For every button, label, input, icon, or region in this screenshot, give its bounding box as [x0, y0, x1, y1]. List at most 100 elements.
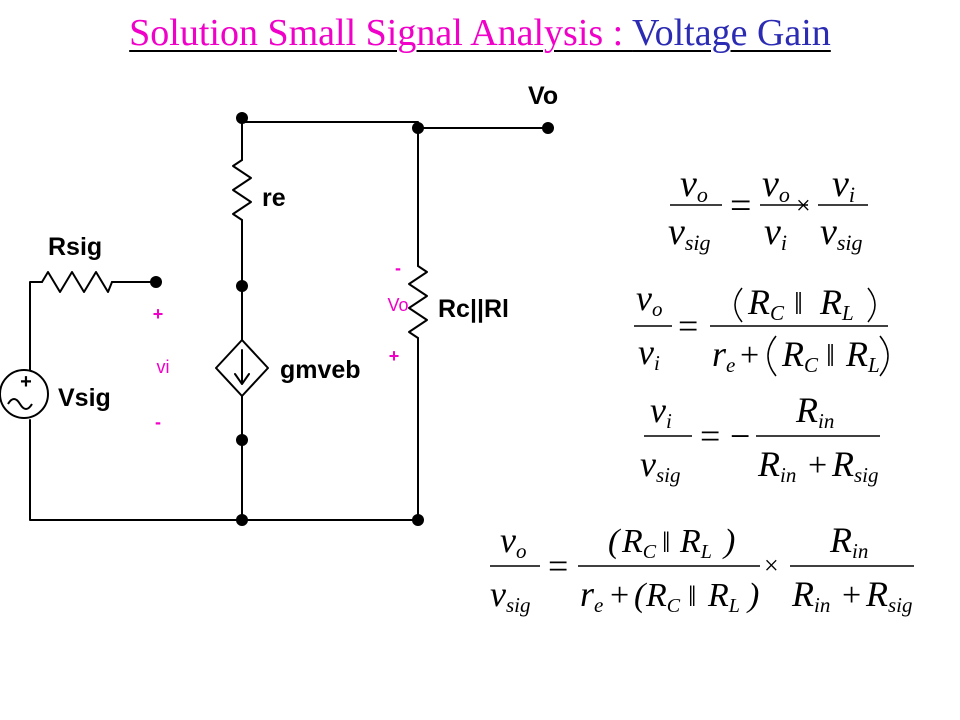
eq4-sub-C: C	[643, 541, 657, 563]
eq2-R: R	[781, 334, 804, 374]
eq2-num-paren-left	[734, 287, 743, 323]
eq1-sub-i: i	[849, 182, 855, 207]
eq2-sub-C: C	[770, 301, 785, 325]
eq2-R: R	[819, 282, 842, 322]
eq2-sub-L: L	[841, 301, 854, 325]
eq4-R: R	[621, 523, 643, 560]
svg-text:Rin: Rin	[795, 390, 834, 433]
vo-polarity-label: Vo	[387, 295, 408, 315]
eq1-sub-o: o	[779, 182, 790, 207]
vo-plus-mark: +	[389, 346, 400, 366]
slide-title: Solution Small Signal Analysis : Voltage…	[0, 10, 960, 56]
eq4-R: R	[707, 577, 729, 614]
eq4-sub-e: e	[594, 593, 603, 617]
svg-text:RL: RL	[707, 577, 740, 617]
eq1-v: v	[764, 211, 781, 253]
svg-text:vi: vi	[764, 211, 787, 255]
eq4-plus: +	[842, 577, 861, 614]
eq4-r: r	[580, 574, 595, 614]
eq3-minus: −	[730, 416, 750, 456]
svg-text:vo: vo	[762, 163, 790, 207]
resistor-rc-rl	[408, 265, 428, 339]
svg-text:vi: vi	[638, 332, 660, 375]
svg-text:(: (	[608, 523, 622, 560]
eq4-sub-L: L	[728, 595, 740, 617]
eq4-sub-sig: sig	[888, 593, 913, 617]
eq2-sub-e: e	[726, 353, 735, 377]
svg-text:(: (	[634, 577, 648, 614]
label-re: re	[262, 184, 286, 212]
eq2-den-paren-left	[767, 335, 777, 377]
eq4-R: R	[645, 577, 667, 614]
svg-text:Rin: Rin	[791, 574, 830, 617]
eq1-sub-sig: sig	[685, 230, 711, 255]
svg-text:vsig: vsig	[820, 211, 863, 255]
eq4-v: v	[500, 520, 516, 560]
svg-text:RL: RL	[845, 334, 880, 377]
svg-text:Rin: Rin	[757, 444, 796, 487]
eq4-sub-L: L	[700, 541, 712, 563]
svg-text:vsig: vsig	[668, 211, 711, 255]
svg-text:RC: RC	[747, 282, 785, 325]
eq4-sub-sig: sig	[506, 593, 531, 617]
eq4-parallel: ‖	[688, 580, 696, 613]
eq2-v: v	[638, 332, 654, 372]
eq4-plus: +	[610, 577, 629, 614]
svg-text:vo: vo	[636, 278, 662, 321]
eq3-sub-sig: sig	[854, 463, 879, 487]
eq4-sub-in: in	[814, 593, 830, 617]
eq4-times: ×	[764, 551, 779, 580]
eq2-parallel: ‖	[826, 337, 835, 373]
eq1-v: v	[680, 163, 697, 205]
label-vo: Vo	[528, 82, 558, 110]
node-top-left	[236, 112, 248, 124]
eq4-R: R	[829, 520, 852, 560]
eq4-equals: =	[548, 546, 568, 586]
eq3-plus: +	[808, 447, 827, 484]
svg-text:Rin: Rin	[829, 520, 868, 563]
label-vsig: Vsig	[58, 384, 111, 412]
vsig-source-circle	[0, 369, 49, 419]
svg-text:RC: RC	[781, 334, 819, 377]
vsig-sine-wave	[7, 398, 33, 410]
eq2-v: v	[636, 278, 652, 318]
eq2-plus: +	[740, 337, 759, 374]
resistor-re	[232, 159, 252, 221]
svg-text:re: re	[580, 574, 603, 617]
vi-label: vi	[157, 357, 170, 377]
eq4-R: R	[679, 523, 701, 560]
eq2-den-paren-right	[879, 335, 889, 377]
svg-text:): )	[722, 523, 735, 560]
svg-text:vi: vi	[832, 163, 855, 207]
eq2-R: R	[747, 282, 770, 322]
eq2-num-paren-right	[867, 287, 876, 323]
eq1-v: v	[668, 211, 685, 253]
eq3-sub-i: i	[666, 409, 672, 433]
eq2-r: r	[712, 334, 727, 374]
eq4-v: v	[490, 574, 506, 614]
eq2-equals: =	[678, 306, 698, 346]
eq2-sub-C: C	[804, 353, 819, 377]
svg-text:RC: RC	[621, 523, 657, 563]
eq3-v: v	[650, 390, 666, 430]
svg-text:RC: RC	[645, 577, 681, 617]
title-part-2: Voltage Gain	[632, 12, 831, 54]
eq3-v: v	[640, 444, 656, 484]
eq1-times: ×	[796, 191, 811, 220]
svg-text:Rsig: Rsig	[865, 574, 913, 617]
eq3-R: R	[831, 444, 854, 484]
node-bottom-mid	[236, 514, 248, 526]
eq1-v: v	[762, 163, 779, 205]
svg-text:RL: RL	[819, 282, 854, 325]
eq3-sub-in: in	[818, 409, 834, 433]
node-vi-minus	[236, 434, 248, 446]
eq2-R: R	[845, 334, 868, 374]
svg-text:vo: vo	[680, 163, 708, 207]
eq3-R: R	[757, 444, 780, 484]
eq1-sub-o: o	[697, 182, 708, 207]
label-rc-rl: Rc||Rl	[438, 295, 509, 323]
